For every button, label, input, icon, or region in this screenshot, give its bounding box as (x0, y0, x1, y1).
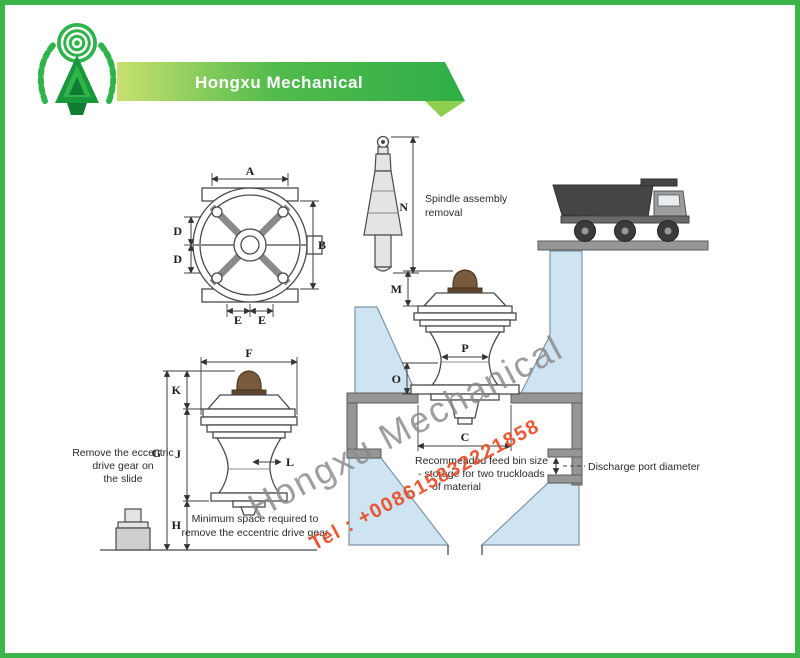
logo-base (67, 103, 87, 115)
eccentric-gear-pedestal (115, 508, 151, 551)
dim-p: P (441, 341, 489, 361)
note-eccentric-line3: the slide (103, 473, 142, 485)
laurel-right-icon (96, 40, 117, 104)
top-view-diagram: A B D D E E (173, 164, 326, 327)
side-view-crusher: F G K J H L Remove the eccentric drive g… (72, 346, 329, 551)
logo-spiral-ring (71, 37, 83, 49)
concrete-right-funnel (480, 482, 580, 546)
note-minspace-line2: remove the eccentric drive gear (181, 527, 329, 539)
dump-truck (537, 178, 709, 251)
spindle-assembly-diagram: N Spindle assembly removal (363, 135, 508, 274)
concrete-left-hopper (354, 306, 418, 396)
brand-banner: Hongxu Mechanical (117, 62, 465, 117)
dim-label-b: B (318, 238, 326, 252)
dim-e: E E (226, 304, 274, 327)
banner-ribbon-fold (425, 101, 465, 117)
dim-label-m: M (391, 282, 402, 296)
note-minspace-line1: Minimum space required to (192, 513, 319, 525)
dim-g: G (152, 370, 171, 551)
dim-l: L (252, 455, 294, 469)
dim-label-e2: E (258, 313, 266, 327)
brand-title: Hongxu Mechanical (195, 73, 363, 92)
diagram-svg: Hongxu Mechanical A (37, 23, 709, 555)
foundation-structure: Discharge port diameter C Recommended fe… (346, 250, 701, 555)
note-discharge: Discharge port diameter (588, 461, 701, 473)
dim-f: F (200, 346, 298, 415)
note-feedbin-line3: of material (432, 481, 481, 493)
note-spindle-line1: Spindle assembly (425, 193, 508, 205)
dim-label-d1: D (173, 224, 182, 238)
installed-crusher: M P O (391, 269, 520, 425)
head-nut (236, 370, 262, 391)
dim-label-h: H (172, 518, 182, 532)
dim-label-k: K (172, 383, 182, 397)
note-spindle-line2: removal (425, 207, 462, 219)
truck-canopy (640, 178, 678, 187)
dim-label-d2: D (173, 252, 182, 266)
truck-bed (552, 184, 654, 218)
dim-label-o: O (392, 372, 401, 386)
dim-j: J (175, 408, 191, 502)
note-feedbin-line1: Recommended feed bin size (415, 455, 548, 467)
note-eccentric-line2: drive gear on (92, 460, 153, 472)
dim-label-c: C (461, 430, 470, 444)
dim-label-p: P (461, 341, 468, 355)
dim-label-l: L (286, 455, 294, 469)
dim-label-f: F (245, 346, 252, 360)
dim-label-n: N (399, 200, 408, 214)
head-nut (452, 269, 478, 289)
dim-a: A (211, 164, 289, 186)
dim-label-g: G (152, 446, 161, 460)
laurel-left-icon (37, 40, 58, 104)
dim-label-e1: E (234, 313, 242, 327)
truck-platform (537, 240, 709, 251)
dim-h: H (172, 500, 191, 551)
dim-m: M (391, 270, 453, 307)
truck-window (657, 194, 681, 207)
note-feedbin-line2: - storage for two truckloads (418, 468, 545, 480)
dim-o: O (392, 362, 438, 395)
company-logo (37, 23, 117, 115)
dim-b: B (300, 200, 326, 290)
dim-discharge: Discharge port diameter (552, 457, 701, 475)
logo-tree-layer (69, 77, 85, 95)
note-eccentric-line1: Remove the eccentric (72, 447, 174, 459)
logo-spiral-ring (66, 32, 88, 54)
dim-d: D D (173, 216, 201, 274)
dim-c: C (417, 405, 512, 451)
banner-ribbon (117, 62, 465, 101)
dim-label-j: J (175, 447, 181, 461)
dim-k: K (172, 370, 191, 410)
dim-label-a: A (246, 164, 255, 178)
